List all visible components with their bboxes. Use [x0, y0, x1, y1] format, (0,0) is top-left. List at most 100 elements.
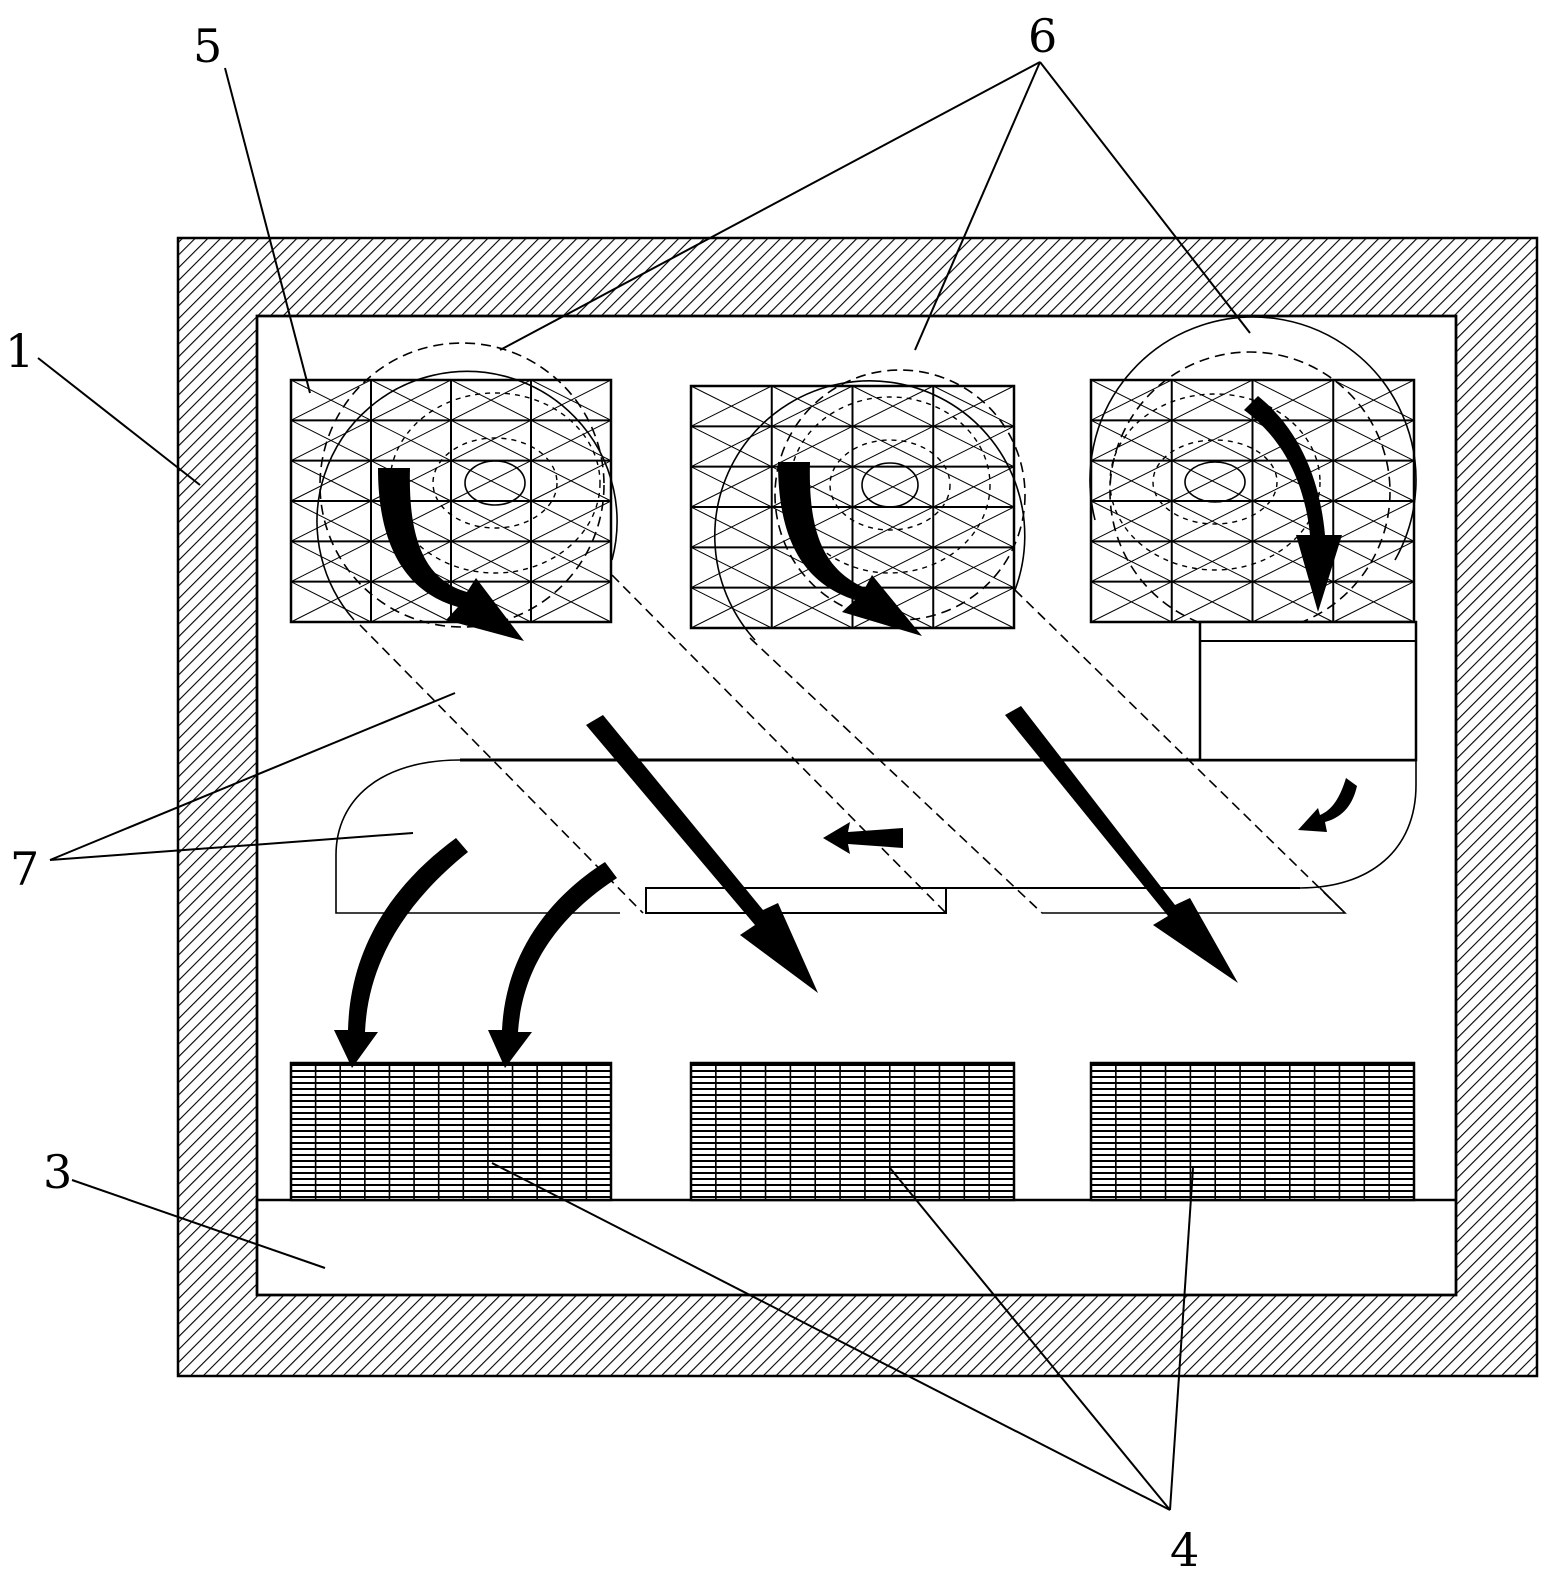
filter-grid-cross: [370, 419, 452, 462]
filter-grid-cross: [771, 425, 853, 468]
label-6: 6: [1028, 9, 1057, 63]
filter-grid-cross: [690, 546, 772, 589]
filter-grid-cross: [933, 546, 1015, 589]
side-box: [1198, 620, 1418, 762]
filter-grid-cross: [450, 460, 532, 502]
filter-grid-cross: [1333, 540, 1415, 583]
label-5: 5: [193, 19, 222, 73]
filter-grids: [289, 378, 1416, 630]
filter-grid-cross: [690, 466, 772, 508]
small-arrow-left: [823, 822, 903, 854]
fan-rotor-left: [319, 342, 605, 628]
leader-6a: [499, 61, 1041, 351]
label-4: 4: [1170, 1523, 1199, 1577]
leader-lines: [37, 61, 1251, 1511]
filter-grid-cross: [290, 581, 372, 623]
label-7: 7: [10, 842, 39, 896]
filter-grid-cross: [450, 379, 532, 421]
filter-grid-cross: [771, 587, 853, 629]
filter-grid-cross: [1333, 500, 1415, 542]
guide-line-1: [359, 624, 644, 914]
airflow-guide-lines: [359, 574, 1346, 914]
filter-grid-cross: [290, 500, 372, 542]
filter-grid-cross: [450, 500, 532, 542]
filter-grid-cross: [933, 506, 1015, 548]
channel-right-rounded-end: [1299, 760, 1417, 889]
leader-7b: [49, 832, 414, 861]
filter-grid-cross: [1171, 419, 1253, 462]
channel-step-plate: [645, 887, 947, 914]
curved-arrow-fan-middle: [778, 462, 922, 636]
fan-housing-left: [316, 370, 618, 621]
filter-grid-cross: [1090, 379, 1172, 421]
filter-grid-cross: [530, 500, 612, 542]
heat-source-modules: [289, 1061, 1416, 1202]
leader-6c: [1039, 61, 1251, 334]
filter-grid-cross: [933, 587, 1015, 629]
filter-grid-cross: [1333, 581, 1415, 623]
heat-source-right: [1089, 1061, 1416, 1202]
filter-grid-cross: [852, 425, 934, 468]
filter-grid-cross: [852, 466, 934, 508]
fan-ring-middle-2: [829, 439, 951, 531]
filter-grid-cross: [1090, 540, 1172, 583]
filter-grid-cross: [1333, 419, 1415, 462]
leader-6b: [914, 61, 1041, 351]
air-channel: [335, 620, 1418, 914]
airflow-arrows: [334, 396, 1357, 1068]
guide-line-3: [749, 637, 1043, 914]
fan-rotor-right: [1109, 351, 1391, 633]
fan-ring-right-2: [1152, 439, 1278, 525]
filter-grid-cross: [530, 379, 612, 421]
filter-grid-cross: [852, 506, 934, 548]
filter-grid-cross: [1090, 419, 1172, 462]
filter-grid-cross: [1333, 379, 1415, 421]
filter-grid-cross: [530, 419, 612, 462]
filter-grid-cross: [690, 425, 772, 468]
filter-grid-cross: [933, 425, 1015, 468]
filter-grid-cross: [290, 379, 372, 421]
heat-source-body: [1089, 1061, 1416, 1202]
leader-7a: [49, 692, 456, 861]
filter-grid-cross: [933, 466, 1015, 508]
filter-grid-cross: [771, 385, 853, 427]
filter-grid-cross: [1171, 500, 1253, 542]
curved-arrow-fan-left: [378, 468, 524, 641]
leader-4a: [491, 1162, 1171, 1511]
filter-grid-cross: [1171, 540, 1253, 583]
diagonal-arrow-middle: [586, 715, 818, 993]
small-curved-arrow-right: [1298, 778, 1357, 832]
curved-arrow-lower-middle: [488, 862, 617, 1068]
filter-grid-cross: [852, 546, 934, 589]
guide-line-4: [1014, 589, 1346, 914]
filter-grid-cross: [1171, 581, 1253, 623]
filter-grid-cross: [933, 385, 1015, 427]
filter-grid-cross: [690, 587, 772, 629]
fan-ring-right-1: [1109, 393, 1321, 571]
leader-3: [71, 1179, 326, 1269]
diagonal-arrow-right: [1005, 706, 1238, 983]
filter-grid-cross: [690, 506, 772, 548]
channel-left-rounded-end: [335, 759, 620, 914]
curved-arrow-lower-left: [334, 838, 468, 1068]
filter-grid-cross: [852, 385, 934, 427]
label-3: 3: [43, 1145, 72, 1199]
filter-grid-cross: [450, 540, 532, 583]
heat-source-left: [289, 1061, 613, 1202]
filter-grid-cross: [290, 540, 372, 583]
filter-grid-cross: [690, 385, 772, 427]
housing-inner-border: [255, 314, 1458, 1297]
filter-grid-cross: [1252, 460, 1334, 502]
heat-source-body: [289, 1061, 613, 1202]
curved-arrow-fan-right: [1244, 396, 1342, 612]
filter-grid-cross: [290, 460, 372, 502]
label-1: 1: [5, 324, 34, 378]
fan-ring-middle-1: [789, 396, 991, 574]
filter-grid-cross: [1171, 460, 1253, 502]
filter-grid-cross: [530, 540, 612, 583]
filter-grid-right: [1089, 378, 1416, 624]
leader-4c: [1169, 1167, 1194, 1511]
filter-grid-cross: [1090, 500, 1172, 542]
leader-1: [37, 357, 201, 486]
